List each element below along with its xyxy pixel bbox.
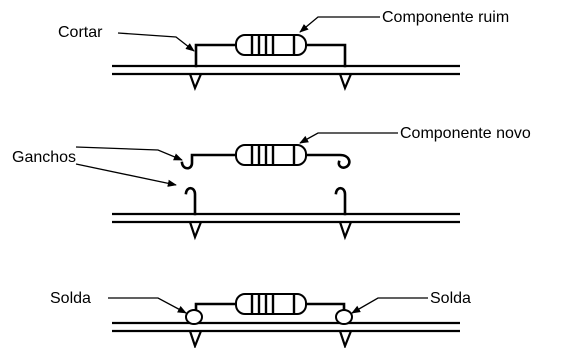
lead-foot-right bbox=[338, 221, 353, 241]
lead-left bbox=[194, 43, 240, 68]
pointer-ganchos-lower bbox=[75, 163, 177, 187]
solder-joint-right bbox=[335, 309, 353, 325]
lead-foot-right bbox=[338, 73, 353, 92]
panel-bad-component: Cortar Componente ruim bbox=[58, 9, 509, 92]
lead-foot-right bbox=[338, 330, 353, 348]
lead-right bbox=[302, 43, 347, 68]
pointer-componente-novo bbox=[299, 132, 398, 144]
lead-foot-left bbox=[188, 330, 203, 348]
lead-foot-left bbox=[188, 73, 203, 92]
hook-lead-left bbox=[180, 153, 240, 170]
pointer-cortar bbox=[117, 32, 195, 52]
lead-foot-left bbox=[188, 221, 203, 241]
label-solda-right: Solda bbox=[430, 290, 471, 307]
label-componente-ruim: Componente ruim bbox=[382, 9, 509, 26]
hook-lead-right bbox=[302, 153, 351, 169]
resistor-soldered bbox=[235, 293, 307, 315]
pointer-solda-left bbox=[108, 297, 187, 314]
label-componente-novo: Componente novo bbox=[400, 125, 531, 142]
solder-joint-left bbox=[185, 309, 203, 325]
resistor-bad bbox=[235, 34, 307, 56]
label-solda-left: Solda bbox=[50, 290, 91, 307]
panel-new-component: Ganchos Componente novo bbox=[12, 125, 531, 241]
label-cortar: Cortar bbox=[58, 24, 103, 41]
label-ganchos: Ganchos bbox=[12, 149, 76, 166]
panel-soldered: Solda Solda bbox=[50, 290, 471, 348]
hook-board-left bbox=[184, 186, 197, 216]
pointer-solda-right bbox=[351, 297, 428, 314]
pointer-ganchos-upper bbox=[75, 146, 183, 161]
hook-board-right bbox=[334, 186, 347, 216]
pointer-componente-ruim bbox=[299, 16, 380, 33]
resistor-new bbox=[235, 144, 307, 166]
